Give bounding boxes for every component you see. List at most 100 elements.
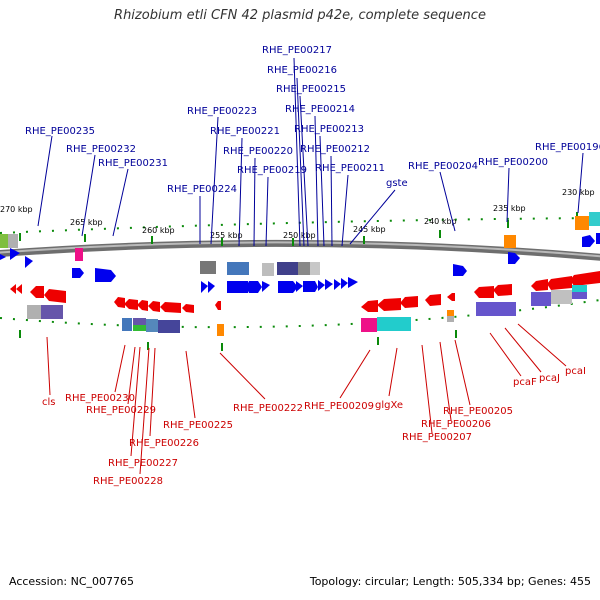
gene-label: cls: [42, 397, 56, 408]
reverse-gene: [493, 284, 512, 296]
gene-label: RHE_PE00223: [187, 106, 257, 117]
gene-label: RHE_PE00225: [163, 420, 233, 431]
forward-gene: [453, 264, 467, 276]
gene-label: RHE_PE00207: [402, 432, 472, 443]
tick-label: 270 kbp: [0, 205, 33, 214]
gene-label: RHE_PE00217: [262, 45, 332, 56]
feature-block: [298, 262, 310, 275]
feature-block: [200, 261, 216, 274]
reverse-gene: [16, 284, 22, 294]
feature-block: [504, 235, 516, 248]
feature-block: [262, 263, 274, 276]
gene-label: RHE_PE00213: [294, 124, 364, 135]
feature-block: [361, 318, 377, 332]
top-leader-lines: [37, 57, 584, 247]
gene-label: RHE_PE00216: [267, 65, 337, 76]
reverse-gene: [30, 286, 44, 298]
gene-label: RHE_PE00211: [315, 163, 385, 174]
gene-label: RHE_PE00222: [233, 403, 303, 414]
gene-label: RHE_PE00224: [167, 184, 237, 195]
reverse-gene: [447, 293, 455, 301]
gene-label: RHE_PE00230: [65, 393, 135, 404]
forward-gene: [227, 281, 251, 293]
tick-label: 240 kbp: [424, 217, 457, 226]
forward-genes: [0, 233, 600, 293]
gene-label: glgXe: [375, 400, 403, 411]
feature-block: [0, 234, 9, 248]
feature-block: [575, 216, 589, 230]
forward-gene: [10, 248, 20, 260]
tick-label: 255 kbp: [210, 231, 243, 240]
accession-text: Accession: NC_007765: [9, 575, 135, 588]
page-title: Rhizobium etli CFN 42 plasmid p42e, comp…: [114, 8, 486, 23]
gene-label: RHE_PE00235: [25, 126, 95, 137]
forward-gene: [303, 281, 318, 292]
gene-label: RHE_PE00205: [443, 406, 513, 417]
reverse-gene: [547, 276, 572, 290]
feature-block: [158, 320, 180, 333]
reverse-gene: [182, 304, 194, 313]
gene-label: RHE_PE00227: [108, 458, 178, 469]
feature-block: [589, 212, 600, 226]
tick-label: 265 kbp: [70, 218, 103, 227]
feature-block: [476, 302, 516, 316]
reverse-gene: [570, 271, 600, 286]
feature-block: [531, 292, 551, 306]
feature-block: [8, 234, 18, 248]
gene-label: RHE_PE00231: [98, 158, 168, 169]
gene-label: RHE_PE00204: [408, 161, 478, 172]
gene-label: RHE_PE00200: [478, 157, 548, 168]
feature-block: [75, 248, 83, 261]
reverse-genes: [10, 271, 600, 313]
reverse-gene: [137, 300, 148, 311]
reverse-gene: [124, 299, 138, 310]
reverse-gene: [474, 286, 494, 298]
feature-block: [27, 305, 41, 319]
feature-block: [377, 317, 411, 331]
gene-label: RHE_PE00209: [304, 401, 374, 412]
forward-gene: [296, 281, 303, 292]
tick-label: 245 kbp: [353, 225, 386, 234]
feature-block: [217, 324, 224, 336]
reverse-gene: [531, 279, 548, 291]
forward-gene: [25, 256, 33, 268]
outer-tick-ring: [0, 217, 600, 234]
feature-block: [447, 310, 454, 316]
feature-blocks-top: [0, 212, 600, 276]
tick-label: 230 kbp: [562, 188, 595, 197]
gene-label: RHE_PE00219: [237, 165, 307, 176]
gene-label: RHE_PE00221: [210, 126, 280, 137]
reverse-gene: [160, 302, 181, 313]
gene-label: pcaI: [565, 366, 586, 377]
reverse-gene: [425, 294, 441, 306]
reverse-gene: [361, 300, 378, 312]
gene-label: RHE_PE00226: [129, 438, 199, 449]
gene-label: RHE_PE00206: [421, 419, 491, 430]
summary-text: Topology: circular; Length: 505,334 bp; …: [309, 575, 591, 588]
gene-label: RHE_PE00212: [300, 144, 370, 155]
forward-gene: [348, 277, 358, 288]
forward-gene: [72, 268, 84, 278]
forward-gene: [0, 254, 6, 260]
feature-block: [447, 316, 454, 322]
gene-label: RHE_PE00232: [66, 144, 136, 155]
forward-gene: [262, 281, 270, 292]
forward-gene: [95, 268, 116, 282]
feature-blocks-bottom: [27, 285, 587, 336]
forward-gene: [334, 279, 341, 290]
forward-gene: [208, 281, 215, 293]
gene-label: RHE_PE00228: [93, 476, 163, 487]
forward-gene: [278, 281, 298, 293]
forward-gene: [508, 252, 520, 264]
gene-label: RHE_PE00229: [86, 405, 156, 416]
reverse-gene: [377, 298, 401, 311]
feature-block: [146, 319, 158, 332]
feature-block: [133, 325, 146, 331]
feature-block: [572, 285, 587, 292]
forward-gene: [582, 235, 595, 247]
reverse-gene: [114, 297, 125, 308]
feature-block: [227, 262, 249, 275]
gene-label: pcaJ: [539, 373, 560, 384]
